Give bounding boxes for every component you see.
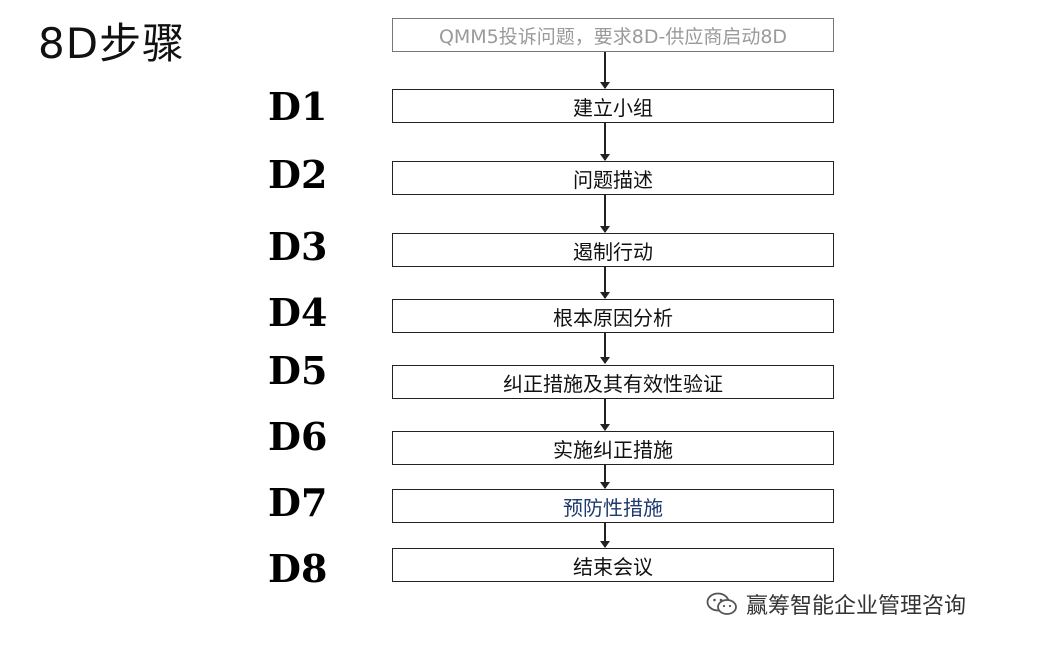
step-id-d5: D5 xyxy=(268,348,328,393)
start-box-label: QMM5投诉问题，要求8D-供应商启动8D xyxy=(438,25,788,48)
step-box-d1: 建立小组 xyxy=(392,89,834,123)
arrow-d3-d4 xyxy=(600,267,610,299)
step-id-d3: D3 xyxy=(268,224,328,269)
step-box-d8: 结束会议 xyxy=(392,548,834,582)
step-box-label: 实施纠正措施 xyxy=(553,437,673,462)
step-box-d6: 实施纠正措施 xyxy=(392,431,834,465)
step-box-label: 根本原因分析 xyxy=(553,305,673,330)
step-box-label: 建立小组 xyxy=(573,95,653,120)
step-box-d4: 根本原因分析 xyxy=(392,299,834,333)
step-box-label: 遏制行动 xyxy=(573,239,653,264)
arrow-d4-d5 xyxy=(600,333,610,364)
watermark: 赢筹智能企业管理咨询 xyxy=(706,588,966,620)
step-box-label: 问题描述 xyxy=(573,167,653,192)
step-box-label: 结束会议 xyxy=(573,554,653,579)
step-box-d5: 纠正措施及其有效性验证 xyxy=(392,365,834,399)
start-box: QMM5投诉问题，要求8D-供应商启动8D xyxy=(392,18,834,52)
arrow-d5-d6 xyxy=(600,399,610,431)
wechat-icon xyxy=(706,592,737,615)
step-box-d7: 预防性措施 xyxy=(392,489,834,523)
arrow-start-d1 xyxy=(600,52,610,89)
step-id-d2: D2 xyxy=(268,152,328,197)
arrow-d7-d8 xyxy=(600,523,610,548)
arrow-d1-d2 xyxy=(600,123,610,161)
arrow-d6-d7 xyxy=(600,465,610,489)
step-id-d8: D8 xyxy=(268,546,328,591)
arrow-d2-d3 xyxy=(600,195,610,233)
step-id-d4: D4 xyxy=(268,290,328,335)
page-title: 8D步骤 xyxy=(38,19,186,68)
step-box-d2: 问题描述 xyxy=(392,161,834,195)
watermark-text: 赢筹智能企业管理咨询 xyxy=(746,594,967,619)
step-box-label: 纠正措施及其有效性验证 xyxy=(503,371,723,396)
step-id-d7: D7 xyxy=(268,480,328,525)
step-id-d6: D6 xyxy=(268,414,328,459)
step-box-label: 预防性措施 xyxy=(563,495,663,520)
step-id-d1: D1 xyxy=(268,84,328,129)
step-box-d3: 遏制行动 xyxy=(392,233,834,267)
